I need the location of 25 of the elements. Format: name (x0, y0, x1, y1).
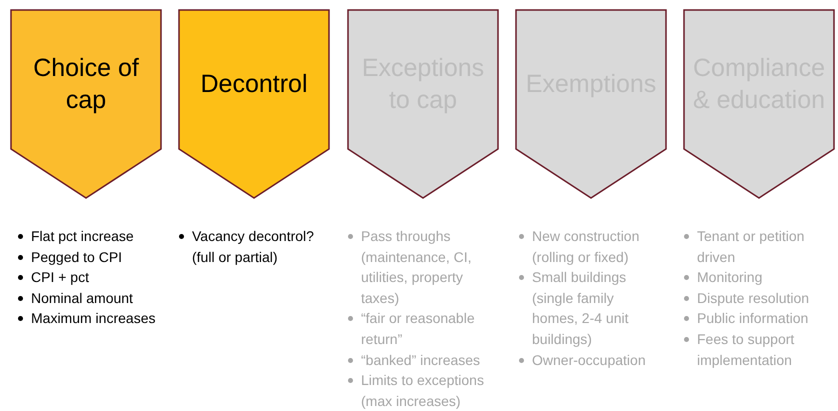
bullet-item: Owner-occupation (532, 352, 646, 368)
bullet-item: Monitoring (697, 269, 762, 286)
bullet-item: Dispute resolution (697, 290, 810, 306)
bullet-item: Flat pct increase (31, 228, 134, 244)
chevron-shape (347, 9, 499, 199)
bullet-item: Vacancy decontrol? (full or partial) (192, 228, 314, 265)
bullet-item: Small buildings (single family homes, 2-4 unit buildings) (532, 269, 628, 347)
bullet-item: Pass throughs (maintenance, CI, utilities, property taxes) (361, 228, 472, 306)
chevron-shape (515, 9, 667, 199)
bullet-item: Pegged to CPI (31, 248, 122, 265)
bullet-item: Fees to support implementation (697, 330, 794, 368)
bullet-item: “banked” increases (361, 352, 480, 368)
chevron-shape (10, 9, 162, 199)
chevron-title: Decontrol (200, 69, 308, 100)
bullet-item: CPI + pct (31, 269, 89, 286)
bullet-item: Nominal amount (31, 290, 133, 306)
chevron-shape (178, 9, 330, 199)
bullet-item: “fair or reasonable return” (361, 310, 475, 347)
bullet-item: Maximum increases (31, 310, 156, 326)
chevron-shape (683, 9, 835, 199)
chevron-title: Choice of cap (32, 53, 140, 116)
bullet-item: Limits to exceptions (max increases) (361, 372, 484, 409)
bullet-item: Tenant or petition driven (697, 228, 804, 265)
bullet-item: New construction (rolling or fixed) (532, 228, 640, 265)
bullet-item: Public information (697, 310, 808, 326)
